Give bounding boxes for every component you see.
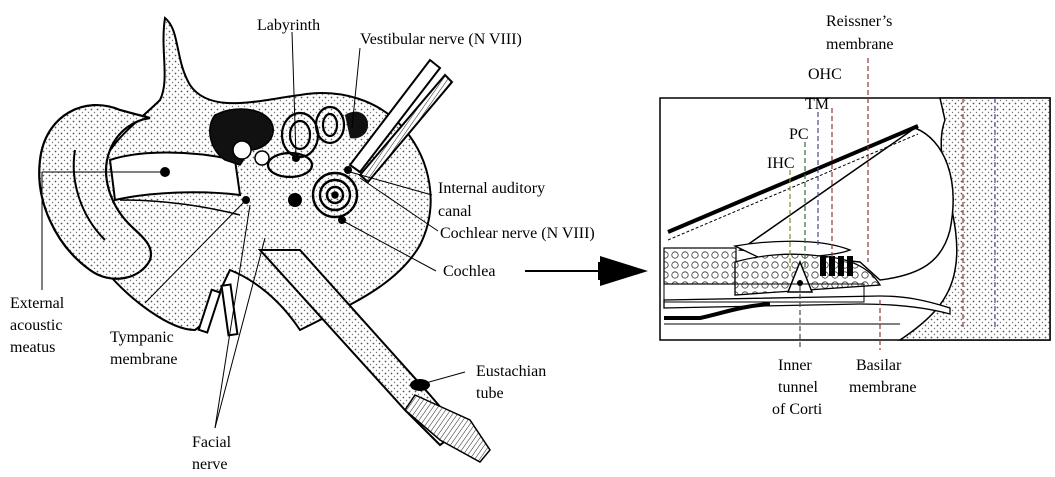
spiral-limbus <box>664 248 736 284</box>
incus <box>255 151 269 165</box>
label-cochlear-nerve: Cochlear nerve (N VIII) <box>440 225 595 242</box>
label-external-acoustic-meatus-3: meatus <box>10 339 55 356</box>
tube-opening <box>410 379 430 391</box>
label-vestibular-nerve: Vestibular nerve (N VIII) <box>360 31 522 48</box>
cochlea-marker <box>338 216 346 224</box>
label-inner-tunnel-1: Inner <box>778 357 812 374</box>
label-labyrinth: Labyrinth <box>257 17 320 34</box>
cochlea-spiral <box>313 173 357 217</box>
label-reissners-membrane-2: membrane <box>826 36 894 53</box>
label-basilar-membrane-2: membrane <box>849 379 917 396</box>
label-ihc: IHC <box>767 155 795 172</box>
label-internal-auditory-canal-2: canal <box>438 203 472 220</box>
malleus-head <box>233 141 251 159</box>
label-internal-auditory-canal-1: Internal auditory <box>438 180 545 197</box>
label-facial-nerve-2: nerve <box>192 456 228 473</box>
label-tm: TM <box>805 96 829 113</box>
tube-end <box>405 395 490 462</box>
round-window <box>288 193 302 207</box>
label-eustachian-tube-1: Eustachian <box>476 363 546 380</box>
label-inner-tunnel-2: tunnel <box>778 379 819 396</box>
label-basilar-membrane-1: Basilar <box>856 357 902 374</box>
label-reissners-membrane-1: Reissner’s <box>826 13 892 30</box>
label-inner-tunnel-3: of Corti <box>772 401 823 418</box>
ear-canal <box>110 153 240 201</box>
label-pc: PC <box>789 126 809 143</box>
label-tympanic-membrane-2: membrane <box>110 351 178 368</box>
label-external-acoustic-meatus-1: External <box>10 295 65 312</box>
label-ohc: OHC <box>808 66 842 83</box>
label-tympanic-membrane-1: Tympanic <box>110 329 174 346</box>
label-external-acoustic-meatus-2: acoustic <box>10 317 62 334</box>
label-eustachian-tube-2: tube <box>476 385 504 402</box>
iac-marker <box>344 166 352 174</box>
cochlea-arrow <box>525 256 648 286</box>
label-cochlea: Cochlea <box>443 263 495 280</box>
tunnel-marker <box>797 280 803 286</box>
corti-illustration <box>660 98 1050 340</box>
label-facial-nerve-1: Facial <box>192 434 232 451</box>
